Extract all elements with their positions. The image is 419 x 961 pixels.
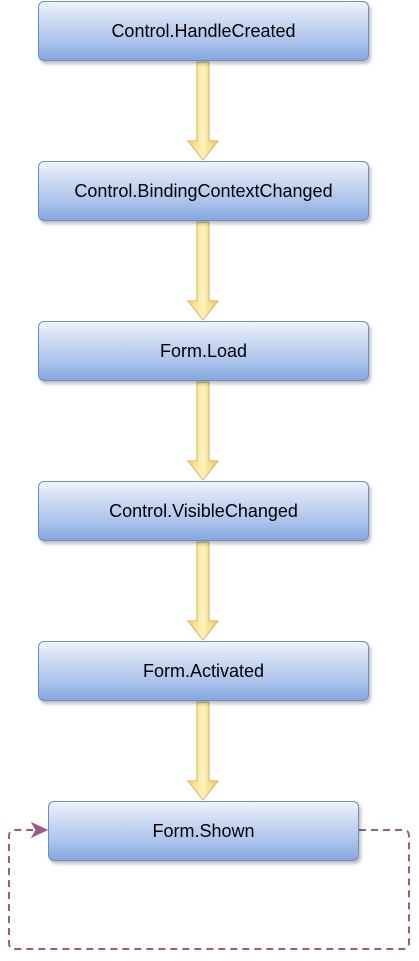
node-label: Control.HandleCreated (111, 20, 296, 41)
node-control-bindingcontextchanged[interactable]: Control.BindingContextChanged (38, 161, 369, 221)
node-form-load[interactable]: Form.Load (38, 321, 369, 381)
block-arrow-4 (186, 541, 220, 641)
node-label: Form.Load (159, 340, 248, 361)
block-arrow-2 (186, 221, 220, 321)
block-arrow-3 (186, 381, 220, 481)
self-loop-arrowhead (30, 821, 49, 839)
node-control-visiblechanged[interactable]: Control.VisibleChanged (38, 481, 369, 541)
self-loop-connector (8, 829, 410, 950)
node-label: Control.VisibleChanged (109, 500, 298, 521)
node-form-activated[interactable]: Form.Activated (38, 641, 369, 701)
block-arrow-5 (186, 701, 220, 801)
node-form-shown[interactable]: Form.Shown (48, 801, 359, 861)
node-label: Form.Shown (152, 820, 255, 841)
node-control-handlecreated[interactable]: Control.HandleCreated (38, 1, 369, 61)
block-arrow-1 (186, 61, 220, 161)
node-label: Form.Activated (142, 660, 265, 681)
node-label: Control.BindingContextChanged (74, 180, 333, 201)
